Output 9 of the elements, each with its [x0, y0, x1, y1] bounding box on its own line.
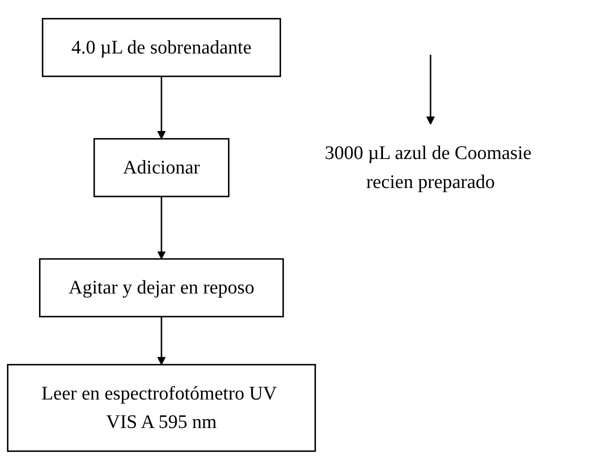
arrow — [426, 54, 435, 125]
node-box: Adicionar — [93, 138, 230, 198]
node-box: Leer en espectrofotómetro UV VIS A 595 nm — [6, 364, 316, 452]
arrow — [157, 196, 166, 260]
node-box: Agitar y dejar en reposo — [39, 258, 284, 318]
node-text: 3000 µL azul de Coomasie recien preparado — [324, 142, 532, 193]
node-box: 4.0 µL de sobrenadante — [42, 18, 282, 78]
arrow — [157, 76, 166, 140]
arrow — [157, 316, 166, 366]
